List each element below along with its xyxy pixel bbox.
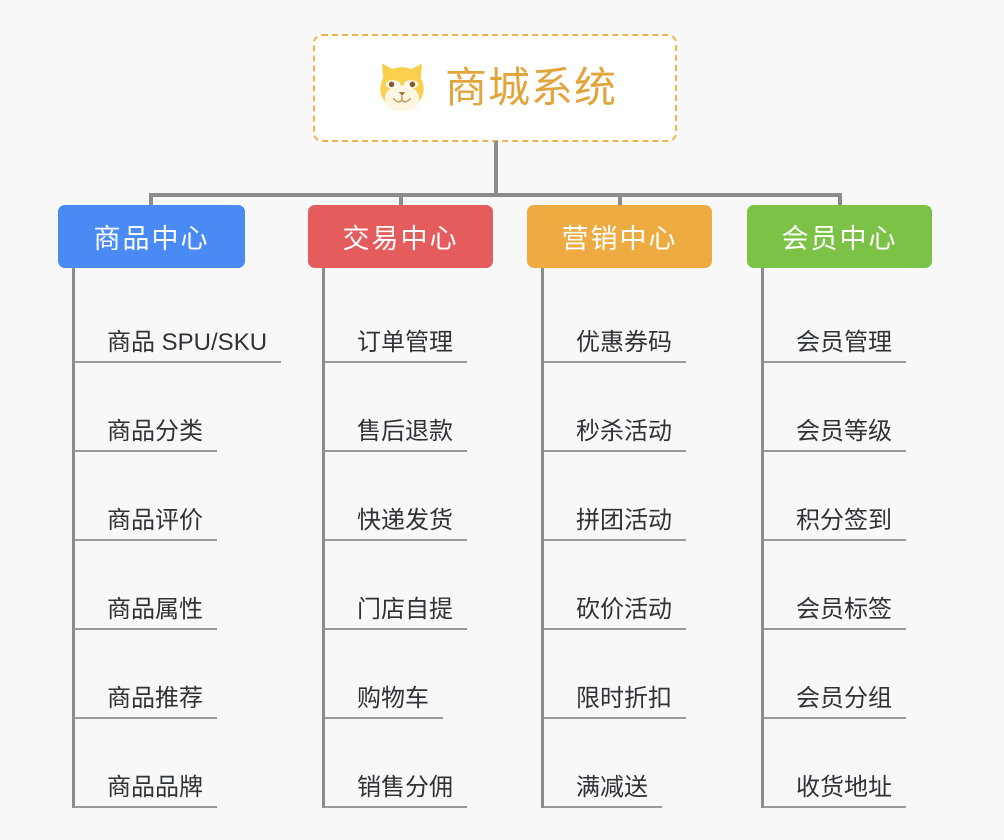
list-item[interactable]: 拼团活动 [544, 452, 712, 541]
connector-root-trunk [494, 141, 498, 197]
list-item[interactable]: 商品 SPU/SKU [75, 274, 282, 363]
list-item[interactable]: 会员标签 [764, 541, 932, 630]
branch-column-3: 会员中心 会员管理 会员等级 积分签到 会员标签 会员分组 收货地址 [747, 205, 932, 808]
list-item[interactable]: 积分签到 [764, 452, 932, 541]
leaf-label: 商品分类 [75, 418, 217, 452]
list-item[interactable]: 会员分组 [764, 630, 932, 719]
list-item[interactable]: 会员管理 [764, 274, 932, 363]
root-node[interactable]: 商城系统 [313, 34, 677, 142]
connector-drop-4 [838, 193, 842, 207]
leaf-label: 拼团活动 [544, 507, 686, 541]
list-item[interactable]: 商品推荐 [75, 630, 245, 719]
leaf-label: 限时折扣 [544, 685, 686, 719]
list-item[interactable]: 优惠券码 [544, 274, 712, 363]
leaf-label: 会员标签 [764, 596, 906, 630]
leaf-label: 订单管理 [325, 329, 467, 363]
list-item[interactable]: 会员等级 [764, 363, 932, 452]
leaf-label: 购物车 [325, 685, 443, 719]
leaf-list-3: 会员管理 会员等级 积分签到 会员标签 会员分组 收货地址 [761, 268, 932, 808]
category-header-2[interactable]: 营销中心 [527, 205, 712, 268]
category-header-1[interactable]: 交易中心 [308, 205, 493, 268]
list-item[interactable]: 购物车 [325, 630, 493, 719]
leaf-label: 收货地址 [764, 774, 906, 808]
connector-drop-1 [149, 193, 153, 207]
connector-horizontal-bus [150, 193, 842, 197]
list-item[interactable]: 订单管理 [325, 274, 493, 363]
category-header-3[interactable]: 会员中心 [747, 205, 932, 268]
connector-drop-2 [399, 193, 403, 207]
leaf-label: 商品评价 [75, 507, 217, 541]
list-item[interactable]: 商品分类 [75, 363, 245, 452]
list-item[interactable]: 砍价活动 [544, 541, 712, 630]
shiba-dog-icon [380, 63, 424, 112]
leaf-label: 会员管理 [764, 329, 906, 363]
category-header-0[interactable]: 商品中心 [58, 205, 245, 268]
list-item[interactable]: 满减送 [544, 719, 712, 808]
connector-drop-3 [618, 193, 622, 207]
list-item[interactable]: 门店自提 [325, 541, 493, 630]
leaf-label: 商品品牌 [75, 774, 217, 808]
leaf-label: 商品推荐 [75, 685, 217, 719]
list-item[interactable]: 收货地址 [764, 719, 932, 808]
leaf-label: 商品 SPU/SKU [75, 329, 282, 363]
leaf-list-2: 优惠券码 秒杀活动 拼团活动 砍价活动 限时折扣 满减送 [541, 268, 712, 808]
list-item[interactable]: 限时折扣 [544, 630, 712, 719]
leaf-label: 满减送 [544, 774, 662, 808]
leaf-label: 会员分组 [764, 685, 906, 719]
leaf-label: 秒杀活动 [544, 418, 686, 452]
leaf-list-0: 商品 SPU/SKU 商品分类 商品评价 商品属性 商品推荐 商品品牌 [72, 268, 282, 808]
leaf-label: 快递发货 [325, 507, 467, 541]
leaf-list-1: 订单管理 售后退款 快递发货 门店自提 购物车 销售分佣 [322, 268, 493, 808]
leaf-label: 积分签到 [764, 507, 906, 541]
leaf-label: 门店自提 [325, 596, 467, 630]
leaf-label: 优惠券码 [544, 329, 686, 363]
list-item[interactable]: 快递发货 [325, 452, 493, 541]
list-item[interactable]: 商品品牌 [75, 719, 245, 808]
list-item[interactable]: 秒杀活动 [544, 363, 712, 452]
branch-column-0: 商品中心 商品 SPU/SKU 商品分类 商品评价 商品属性 商品推荐 商品品牌 [58, 205, 282, 808]
leaf-label: 销售分佣 [325, 774, 467, 808]
list-item[interactable]: 商品属性 [75, 541, 245, 630]
branch-column-1: 交易中心 订单管理 售后退款 快递发货 门店自提 购物车 销售分佣 [308, 205, 493, 808]
branch-column-2: 营销中心 优惠券码 秒杀活动 拼团活动 砍价活动 限时折扣 满减送 [527, 205, 712, 808]
leaf-label: 售后退款 [325, 418, 467, 452]
leaf-label: 砍价活动 [544, 596, 686, 630]
list-item[interactable]: 售后退款 [325, 363, 493, 452]
leaf-label: 商品属性 [75, 596, 217, 630]
list-item[interactable]: 销售分佣 [325, 719, 493, 808]
root-title: 商城系统 [444, 64, 617, 111]
leaf-label: 会员等级 [764, 418, 906, 452]
list-item[interactable]: 商品评价 [75, 452, 245, 541]
